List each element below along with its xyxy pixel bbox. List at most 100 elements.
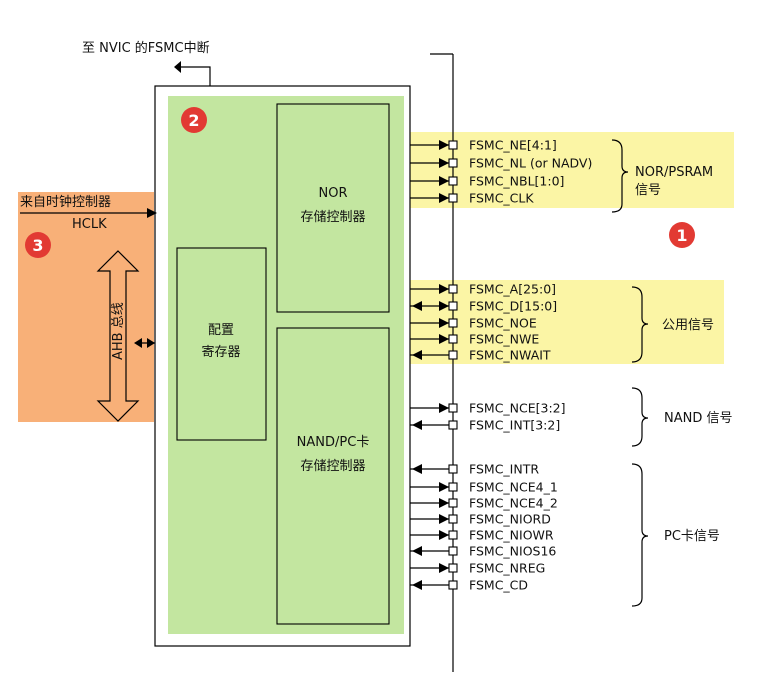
signal-out-arrow-icon — [439, 334, 449, 344]
signal-label-intr: FSMC_INTR — [469, 462, 539, 477]
nand-group-label: NAND 信号 — [664, 411, 733, 426]
config-register-box — [176, 247, 267, 441]
hclk-label: HCLK — [72, 217, 107, 232]
signal-row-ne: FSMC_NE[4:1] — [410, 138, 557, 153]
nand-pc-controller-box — [276, 327, 390, 625]
badge-2-text: 2 — [188, 111, 199, 130]
signal-out-arrow-icon — [439, 563, 449, 573]
signal-label-nl: FSMC_NL (or NADV) — [469, 156, 592, 171]
signal-row-niowr: FSMC_NIOWR — [410, 528, 554, 543]
signal-label-a: FSMC_A[25:0] — [469, 282, 556, 297]
signal-out-arrow-icon — [439, 514, 449, 524]
ahb-bus-label: AHB 总线 — [111, 302, 126, 360]
signal-in-arrow-icon — [412, 420, 422, 430]
config-label-2: 寄存器 — [201, 344, 240, 360]
signal-label-nbl: FSMC_NBL[1:0] — [469, 174, 564, 189]
nand-label-1: NAND/PC卡 — [297, 435, 370, 450]
signal-in-arrow-icon — [412, 580, 422, 590]
nor-brace — [611, 139, 629, 213]
signal-label-nwait: FSMC_NWAIT — [469, 348, 551, 363]
interrupt-arrow-icon — [174, 61, 181, 73]
signal-label-niord: FSMC_NIORD — [469, 512, 551, 527]
signal-in-arrow-icon — [412, 350, 422, 360]
signal-row-nce32: FSMC_NCE[3:2] — [410, 401, 566, 416]
signal-row-nce4_2: FSMC_NCE4_2 — [410, 496, 558, 511]
signal-row-nwait: FSMC_NWAIT — [410, 348, 551, 363]
signal-label-nce4_1: FSMC_NCE4_1 — [469, 480, 558, 495]
signal-row-nwe: FSMC_NWE — [410, 332, 539, 347]
nor-signals-band — [410, 132, 734, 208]
signal-label-int32: FSMC_INT[3:2] — [469, 418, 560, 433]
signal-label-nreg: FSMC_NREG — [469, 561, 545, 576]
badge-1-text: 1 — [676, 226, 687, 245]
pc-brace — [631, 463, 649, 607]
signal-out-arrow-icon — [439, 140, 449, 150]
pin-square-icon — [448, 334, 458, 344]
signal-in-arrow-icon — [412, 301, 422, 311]
signal-row-intr: FSMC_INTR — [410, 462, 539, 477]
nor-group-label-2: 信号 — [635, 183, 661, 198]
signal-row-nbl: FSMC_NBL[1:0] — [410, 174, 564, 189]
signal-row-nreg: FSMC_NREG — [410, 561, 545, 576]
signal-label-niowr: FSMC_NIOWR — [469, 528, 554, 543]
pin-square-icon — [448, 464, 458, 474]
pin-square-icon — [448, 580, 458, 590]
signal-in-arrow-icon — [412, 464, 422, 474]
signal-label-nios16: FSMC_NIOS16 — [469, 544, 556, 559]
nor-group-label-1: NOR/PSRAM — [635, 165, 713, 180]
nand-label-2: 存储控制器 — [300, 459, 365, 474]
signal-row-noe: FSMC_NOE — [410, 316, 537, 331]
badge-2 — [181, 107, 207, 133]
pin-square-icon — [448, 482, 458, 492]
pin-square-icon — [448, 498, 458, 508]
pin-square-icon — [448, 514, 458, 524]
pin-square-icon — [448, 530, 458, 540]
fsmc-inner-area — [168, 96, 404, 634]
ahb-bus-arrow-icon — [96, 250, 140, 422]
signal-row-nl: FSMC_NL (or NADV) — [410, 156, 592, 171]
signal-row-int32: FSMC_INT[3:2] — [410, 418, 560, 433]
pin-square-icon — [448, 301, 458, 311]
interrupt-line — [181, 66, 211, 86]
signal-row-d: FSMC_D[15:0] — [410, 299, 557, 314]
signal-out-arrow-icon — [439, 176, 449, 186]
signal-out-arrow-icon — [439, 318, 449, 328]
signal-out-arrow-icon — [439, 193, 449, 203]
signal-label-cd: FSMC_CD — [469, 578, 528, 593]
signal-row-a: FSMC_A[25:0] — [410, 282, 556, 297]
signal-out-arrow-icon — [439, 498, 449, 508]
interrupt-label: 至 NVIC 的FSMC中断 — [82, 40, 210, 56]
pin-square-icon — [448, 318, 458, 328]
signal-label-nce32: FSMC_NCE[3:2] — [469, 401, 566, 416]
signal-label-nwe: FSMC_NWE — [469, 332, 539, 347]
pc-group-label: PC卡信号 — [664, 529, 720, 544]
pin-square-icon — [448, 140, 458, 150]
nor-controller-box — [276, 103, 390, 313]
signal-out-arrow-icon — [439, 530, 449, 540]
nor-label-1: NOR — [319, 186, 348, 201]
signal-in-arrow-icon — [412, 546, 422, 556]
pin-square-icon — [448, 420, 458, 430]
ahb-connector-right-arrow-icon — [147, 338, 155, 348]
signal-row-nce4_1: FSMC_NCE4_1 — [410, 480, 558, 495]
common-brace — [631, 286, 649, 363]
signal-label-clk: FSMC_CLK — [469, 191, 534, 206]
signal-row-niord: FSMC_NIORD — [410, 512, 551, 527]
signal-out-arrow-icon — [439, 301, 449, 311]
signal-row-clk: FSMC_CLK — [410, 191, 534, 206]
signal-row-cd: FSMC_CD — [410, 578, 528, 593]
pin-square-icon — [448, 546, 458, 556]
signal-out-arrow-icon — [439, 403, 449, 413]
clock-title: 来自时钟控制器 — [20, 194, 111, 210]
nor-label-2: 存储控制器 — [300, 210, 365, 225]
signal-label-ne: FSMC_NE[4:1] — [469, 138, 557, 153]
badge-3 — [25, 232, 51, 258]
pin-square-icon — [448, 563, 458, 573]
signal-label-nce4_2: FSMC_NCE4_2 — [469, 496, 558, 511]
config-label-1: 配置 — [208, 323, 234, 338]
pin-square-icon — [448, 403, 458, 413]
pin-square-icon — [448, 284, 458, 294]
pin-square-icon — [448, 193, 458, 203]
signal-row-nios16: FSMC_NIOS16 — [410, 544, 556, 559]
pin-square-icon — [448, 176, 458, 186]
